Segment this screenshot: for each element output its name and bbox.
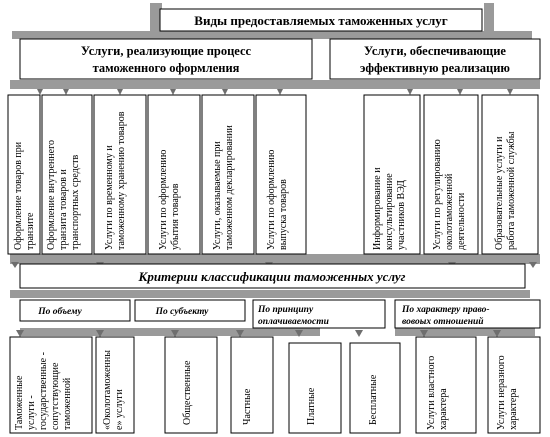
leaf-near-customs-line: е» услуги (114, 389, 125, 430)
service-education-line: работа таможенной службы (506, 131, 517, 250)
left-services: Оформление товаров притранзите Оформлени… (7, 94, 307, 255)
svg-text:По характеру право-вовоых отно: По характеру право-вовоых отношений (401, 305, 490, 327)
criteria-box: Критерии классификации таможенных услуг (19, 263, 526, 289)
service-informing-box: Информирование иконсультированиеучастник… (363, 94, 421, 255)
leaf-private-label: Частные (242, 388, 253, 425)
service-declaration-line: Услуги, оказываемые при (212, 141, 223, 250)
service-storage-line: таможенному хранению товаров (116, 111, 127, 250)
category-payment-line: По принципу (257, 305, 314, 315)
leaf-customs-services-line: таможенной (62, 377, 73, 430)
top-title-box: Виды предоставляемых таможенных услуг (159, 8, 483, 32)
category-payment-box: По принципу оплачиваемости (252, 299, 386, 329)
categories: По объему По субъекту По принципу оплачив… (19, 299, 541, 329)
service-regulation-line: Услуги по регулированию (432, 139, 443, 250)
leaf-customs-services-line: услуги - (26, 395, 37, 430)
service-declaration-box: Услуги, оказываемые притаможенном деклар… (201, 94, 255, 255)
service-storage-line: Услуги по временному и (104, 145, 115, 250)
leaf-paid-box: Платные (288, 342, 342, 434)
service-storage-box: Услуги по временному итаможенному хранен… (93, 94, 147, 255)
group-left-line1: Услуги, реализующие процесс (81, 44, 252, 58)
category-subject-label: По субъекту (155, 306, 209, 317)
leaf-near-customs-box: «Околотаможенные» услуги (95, 336, 135, 434)
group-left-box: Услуги, реализующие процесс таможенного … (19, 38, 313, 80)
leaf-public-label: Общественные (182, 360, 193, 425)
service-release-line: выпуска товаров (278, 179, 289, 250)
service-regulation-line: деятельности (456, 192, 467, 250)
category-legal-box: По характеру право-вовоых отношений (394, 299, 541, 329)
leaf-authoritative-line: Услуги властного (426, 356, 437, 430)
svg-text:Услуги неразногохарактера: Услуги неразногохарактера (496, 355, 519, 430)
leaf-free-box: Бесплатные (349, 342, 401, 434)
svg-text:Оформление товаров притранзите: Оформление товаров притранзите (13, 141, 36, 250)
service-arrows (37, 89, 513, 95)
group-right-line1: Услуги, обеспечивающие (364, 44, 506, 58)
svg-text:«Околотаможенные» услуги: «Околотаможенные» услуги (102, 350, 125, 430)
svg-text:Образовательные услуги иработа: Образовательные услуги иработа таможенно… (494, 131, 517, 250)
svg-text:Услуги по регулированиюоколота: Услуги по регулированиюоколотаможеннойде… (432, 139, 467, 250)
category-volume-box: По объему (19, 299, 131, 322)
leaf-nonauthoritative-line: характера (508, 388, 519, 430)
service-internal-transit-line: транзита товаров и (58, 168, 69, 250)
leaf-arrows (16, 330, 501, 337)
leaf-customs-services-line: сопутствующие (50, 362, 61, 430)
criteria-title: Критерии классификации таможенных услуг (138, 269, 406, 284)
service-internal-transit-line: транспортных средств (70, 154, 81, 250)
group-right-box: Услуги, обеспечивающие эффективную реали… (329, 38, 541, 80)
leaf-near-customs-line: «Околотаможенны (102, 350, 113, 430)
leaf-private-box: Частные (230, 336, 274, 434)
service-informing-line: консультирование (384, 173, 395, 250)
leaf-customs-services-line: Таможенные (14, 375, 25, 430)
service-departure-box: Услуги по оформлениюубытия товаров (147, 94, 201, 255)
category-payment-line: оплачиваемости (258, 317, 329, 327)
connector-bands (10, 3, 540, 336)
category-legal-line: вовоых отношений (402, 316, 484, 327)
group-left-line2: таможенного оформления (93, 61, 240, 75)
service-regulation-box: Услуги по регулированиюоколотаможеннойде… (423, 94, 479, 255)
service-transit-line: Оформление товаров при (13, 141, 24, 250)
leaf-paid-label: Платные (306, 387, 317, 425)
service-internal-transit-line: Оформление внутреннего (46, 140, 57, 250)
top-title: Виды предоставляемых таможенных услуг (194, 13, 448, 28)
service-informing-line: Информирование и (372, 167, 383, 250)
category-legal-line: По характеру право- (401, 305, 490, 315)
svg-text:Услуги, оказываемые притаможен: Услуги, оказываемые притаможенном деклар… (212, 125, 235, 250)
category-volume-label: По объему (37, 306, 82, 317)
leaf-authoritative-line: характера (438, 388, 449, 430)
service-declaration-line: таможенном декларировании (224, 125, 235, 250)
service-internal-transit-box: Оформление внутреннеготранзита товаров и… (41, 94, 93, 255)
leaf-nonauthoritative-box: Услуги неразногохарактера (487, 336, 541, 434)
svg-text:Услуги властногохарактера: Услуги властногохарактера (426, 356, 449, 430)
right-services: Информирование иконсультированиеучастник… (363, 94, 539, 255)
service-transit-box: Оформление товаров притранзите (7, 94, 41, 255)
svg-text:Информирование иконсультирован: Информирование иконсультированиеучастник… (372, 167, 407, 250)
service-departure-line: убытия товаров (170, 183, 181, 250)
category-subject-box: По субъекту (134, 299, 246, 322)
leaves: Таможенныеуслуги -государственные -сопут… (9, 336, 541, 434)
leaf-free-label: Бесплатные (368, 374, 379, 425)
leaf-nonauthoritative-line: Услуги неразного (496, 355, 507, 430)
svg-text:Оформление внутреннеготранзита: Оформление внутреннеготранзита товаров и… (46, 140, 81, 250)
service-transit-line: транзите (25, 212, 36, 250)
svg-text:Услуги по временному итаможенн: Услуги по временному итаможенному хранен… (104, 111, 127, 250)
svg-text:Услуги по оформлениюубытия тов: Услуги по оформлениюубытия товаров (158, 149, 181, 250)
service-informing-line: участников ВЭД (396, 180, 407, 250)
leaf-public-box: Общественные (164, 336, 218, 434)
leaf-customs-services-line: государственные - (38, 352, 49, 430)
leaf-authoritative-box: Услуги властногохарактера (415, 336, 477, 434)
leaf-customs-services-box: Таможенныеуслуги -государственные -сопут… (9, 336, 93, 434)
service-departure-line: Услуги по оформлению (158, 149, 169, 250)
service-release-line: Услуги по оформлению (266, 149, 277, 250)
svg-text:Услуги по оформлениювыпуска то: Услуги по оформлениювыпуска товаров (266, 149, 289, 250)
svg-text:Таможенныеуслуги -государствен: Таможенныеуслуги -государственные -сопут… (14, 352, 73, 430)
group-right-line2: эффективную реализацию (360, 61, 510, 75)
service-education-box: Образовательные услуги иработа таможенно… (481, 94, 539, 255)
service-regulation-line: околотаможенной (444, 173, 455, 250)
service-education-line: Образовательные услуги и (494, 136, 505, 250)
service-release-box: Услуги по оформлениювыпуска товаров (255, 94, 307, 255)
